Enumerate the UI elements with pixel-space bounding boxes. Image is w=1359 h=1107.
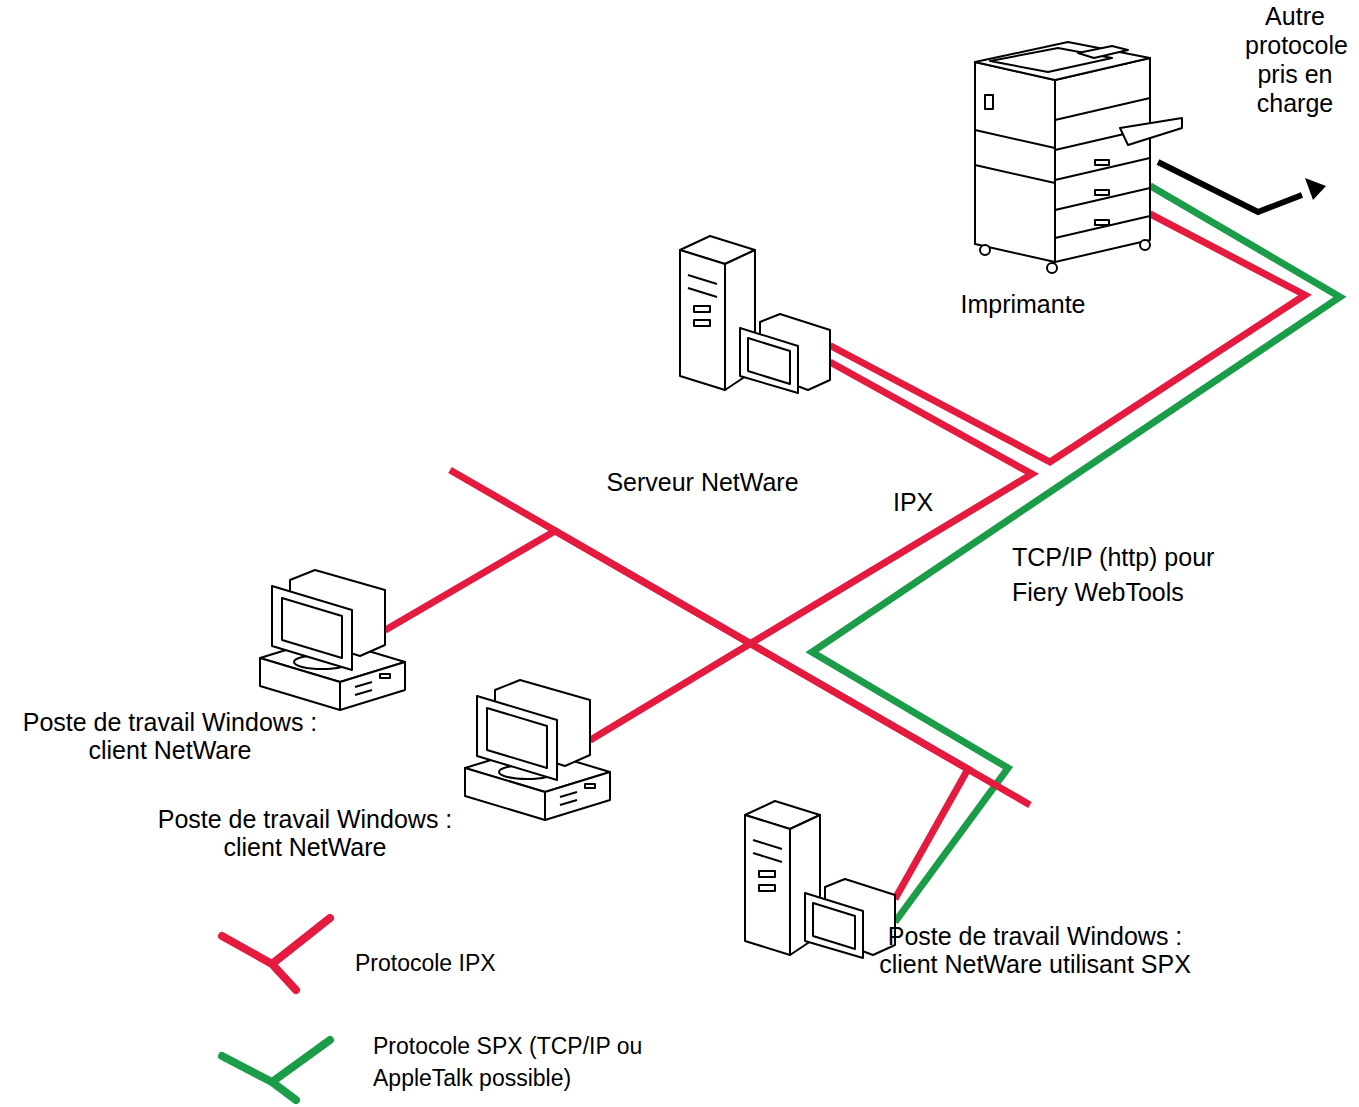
spx-legend-symbol [222, 1040, 330, 1100]
workstation-node: Poste de travail Windows : client NetWar… [745, 795, 895, 960]
node-label: Poste de travail Windows : client NetWar… [140, 805, 470, 861]
workstation-node: Poste de travail Windows : client NetWar… [465, 680, 590, 820]
other-protocol-arrowhead [1305, 178, 1326, 200]
printer-node: Imprimante [965, 40, 1150, 275]
printer-illustration [975, 42, 1182, 273]
protocol-note: Autre protocole pris en charge [1245, 2, 1345, 118]
node-label: Poste de travail Windows : client NetWar… [5, 708, 335, 764]
other-protocol-arrow [1158, 162, 1302, 212]
workstation-illustration [260, 570, 405, 710]
legend-text: Protocole SPX (TCP/IP ou AppleTalk possi… [373, 1030, 683, 1094]
network-link [812, 186, 1340, 922]
link-label: TCP/IP (http) pour Fiery WebTools [1012, 540, 1237, 610]
link-label: IPX [893, 488, 963, 516]
node-label: Poste de travail Windows : client NetWar… [865, 922, 1205, 978]
workstation-illustration [745, 801, 895, 958]
server-illustration [680, 236, 830, 393]
node-label: Serveur NetWare [570, 468, 835, 496]
ipx-legend-symbol [222, 918, 330, 990]
workstation-illustration [465, 680, 610, 820]
server-node: Serveur NetWare [680, 230, 830, 395]
workstation-node: Poste de travail Windows : client NetWar… [260, 570, 385, 710]
legend-text: Protocole IPX [355, 948, 655, 978]
node-label: Imprimante [943, 290, 1103, 318]
